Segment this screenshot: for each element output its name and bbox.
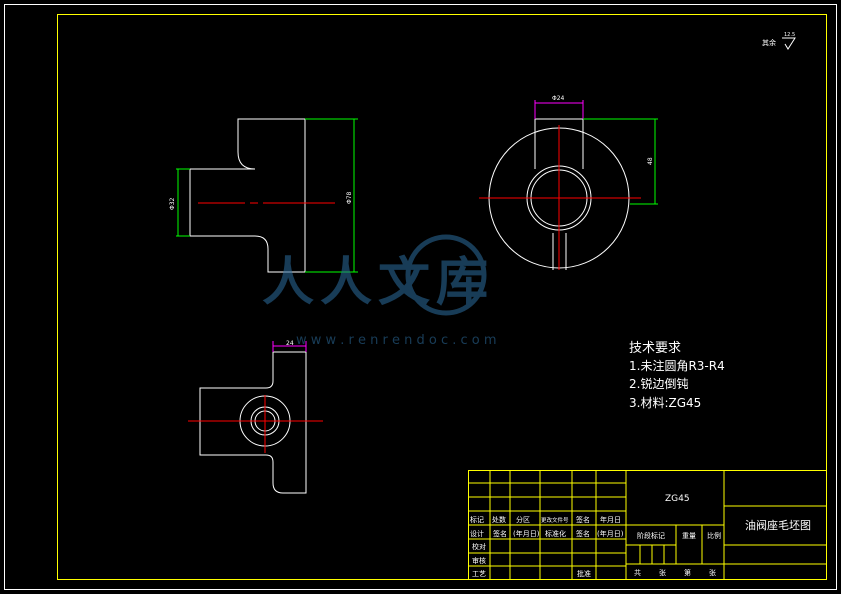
- tb-approve: 批准: [577, 569, 591, 578]
- tb-review: 审核: [472, 556, 486, 565]
- tb-design-0: 设计: [470, 529, 484, 538]
- inner-frame: [57, 14, 827, 580]
- dim-side-right: Φ78: [346, 191, 353, 204]
- tb-design-2: (年月日): [513, 529, 540, 538]
- side-view: Φ32 Φ78: [169, 118, 358, 273]
- tb-mark-4: 签名: [576, 515, 590, 524]
- tb-design-4: 签名: [576, 529, 590, 538]
- title-block-drawing-name: 油阀座毛坯图: [745, 518, 811, 532]
- watermark-url: w w w . r e n r e n d o c . c o m: [296, 333, 497, 348]
- requirement-1: 1.未注圆角R3-R4: [629, 358, 725, 373]
- technical-requirements: 技术要求 1.未注圆角R3-R4 2.锐边倒钝 3.材料:ZG45: [629, 341, 725, 410]
- top-view: Φ24 48: [479, 95, 658, 270]
- tb-stage: 阶段标记: [637, 531, 665, 540]
- tb-sheet2: 张: [709, 568, 716, 577]
- tb-process: 工艺: [472, 570, 486, 578]
- requirement-3: 3.材料:ZG45: [629, 396, 701, 410]
- tb-total: 共: [634, 568, 641, 577]
- tb-mark-2: 分区: [516, 515, 530, 524]
- watermark: 人人文库 w w w . r e n r e n d o c . c o m: [262, 234, 497, 348]
- dim-side-left: Φ32: [169, 197, 176, 210]
- tb-mark-0: 标记: [470, 515, 484, 524]
- dim-front-width: 24: [286, 340, 294, 347]
- title-block-material: ZG45: [665, 494, 690, 504]
- dim-top-width: Φ24: [552, 95, 565, 102]
- tb-design-1: 签名: [493, 529, 507, 538]
- title-block: [468, 470, 827, 580]
- tb-check: 校对: [472, 542, 486, 551]
- watermark-text: 人人文库: [262, 253, 494, 313]
- tb-design-3: 标准化: [545, 529, 566, 538]
- tb-weight: 重量: [682, 532, 696, 540]
- requirement-2: 2.锐边倒钝: [629, 377, 688, 391]
- tb-mark-1: 处数: [492, 515, 506, 524]
- front-view: 24: [188, 340, 323, 494]
- roughness-value: 12.5: [784, 32, 795, 38]
- tb-scale: 比例: [707, 531, 721, 540]
- outer-frame: [4, 4, 837, 590]
- roughness-label: 其余: [762, 38, 776, 47]
- tb-page: 第: [684, 568, 691, 577]
- tb-mark-3: 更改文件号: [541, 516, 569, 524]
- title-block-text: ZG45 油阀座毛坯图 标记 处数 分区 更改文件号 签名 年月日 设计 签名 …: [470, 494, 811, 578]
- tb-mark-5: 年月日: [600, 515, 621, 524]
- requirements-title: 技术要求: [629, 341, 681, 356]
- tb-sheets: 张: [659, 568, 666, 577]
- tb-design-5: (年月日): [597, 529, 624, 538]
- roughness-symbol: 其余 12.5: [762, 32, 796, 50]
- dim-top-height: 48: [647, 157, 654, 165]
